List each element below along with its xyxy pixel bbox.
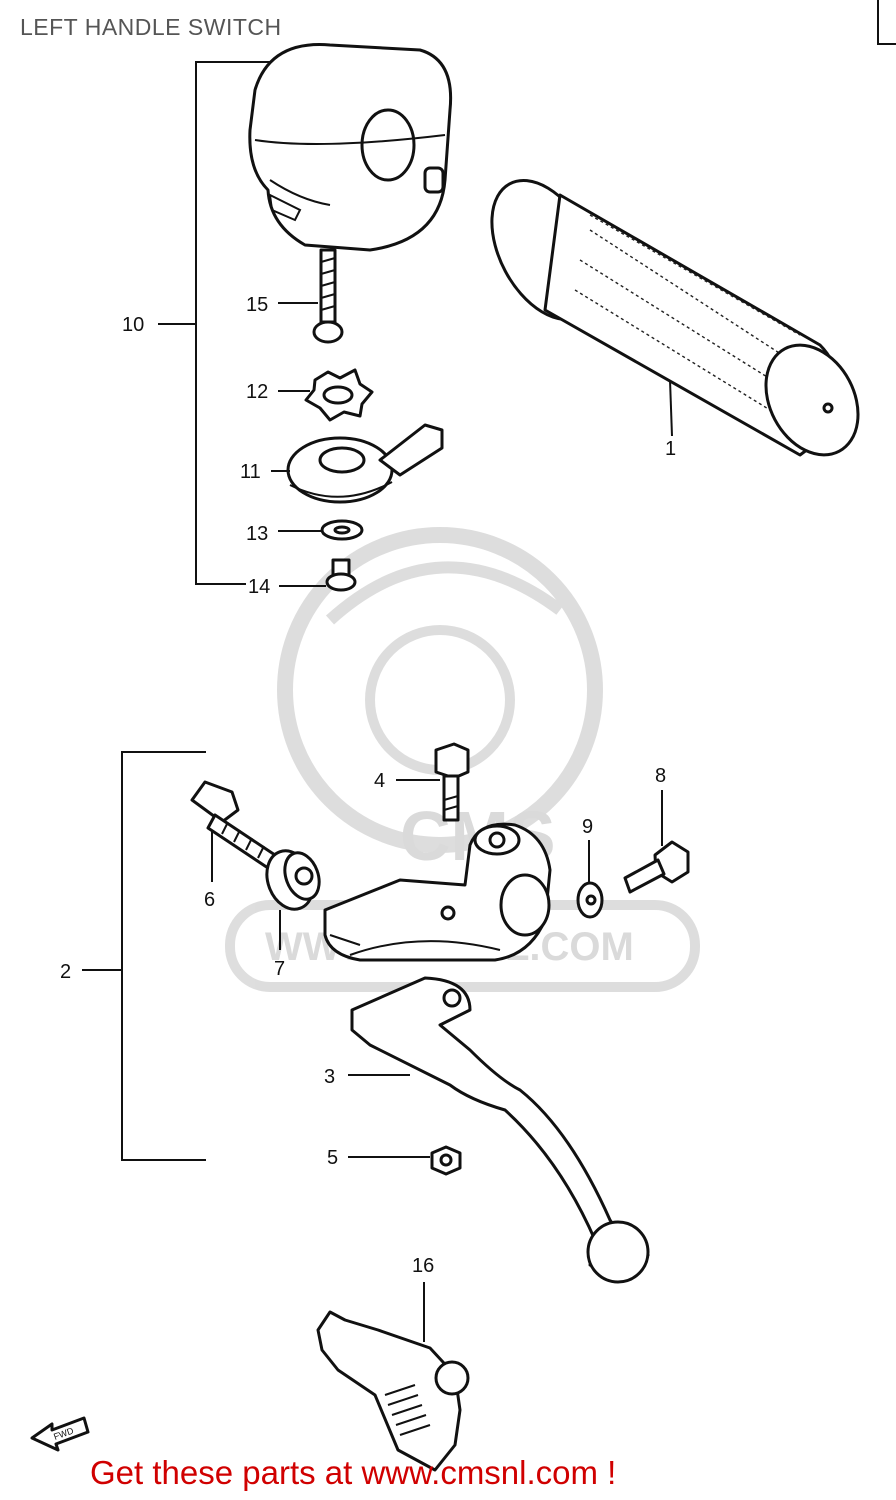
callout-12: 12 <box>246 381 268 403</box>
callout-14: 14 <box>248 576 270 598</box>
screw-14 <box>325 558 357 592</box>
callout-16: 16 <box>412 1255 434 1277</box>
switch-housing <box>248 43 453 252</box>
adjuster-screw-6 <box>190 780 277 870</box>
callout-11: 11 <box>240 461 261 483</box>
screw-15 <box>312 248 344 344</box>
handle-grip <box>490 178 860 457</box>
bolt-8 <box>623 840 690 894</box>
callout-1: 1 <box>665 438 676 460</box>
choke-lever-11 <box>286 423 444 504</box>
lever-holder-2 <box>323 822 552 962</box>
forward-arrow-icon: FWD <box>30 1416 90 1452</box>
clutch-lever-3 <box>350 976 650 1284</box>
callout-2: 2 <box>60 961 71 983</box>
callout-9: 9 <box>582 816 593 838</box>
switch-16 <box>316 1310 470 1472</box>
callout-6: 6 <box>204 889 215 911</box>
leader-1 <box>669 379 673 437</box>
callout-5: 5 <box>327 1147 338 1169</box>
callout-13: 13 <box>246 523 268 545</box>
diagram-title: LEFT HANDLE SWITCH <box>20 14 282 40</box>
callout-8: 8 <box>655 765 666 787</box>
washer-9-hole <box>585 894 597 906</box>
callout-10: 10 <box>122 314 144 336</box>
callout-7: 7 <box>274 958 285 980</box>
nut-5-hole <box>439 1153 453 1167</box>
callout-15: 15 <box>246 294 268 316</box>
bolt-4 <box>434 742 470 822</box>
footer-link-text[interactable]: Get these parts at www.cmsnl.com ! <box>90 1454 617 1491</box>
star-washer-12 <box>304 368 374 422</box>
frame-corner <box>877 0 896 45</box>
callout-3: 3 <box>324 1066 335 1088</box>
bracket-2 <box>82 751 206 1161</box>
washer-13-hole <box>333 525 351 535</box>
bracket-10 <box>158 61 272 585</box>
callout-4: 4 <box>374 770 385 792</box>
lock-nut-7 <box>265 849 321 911</box>
